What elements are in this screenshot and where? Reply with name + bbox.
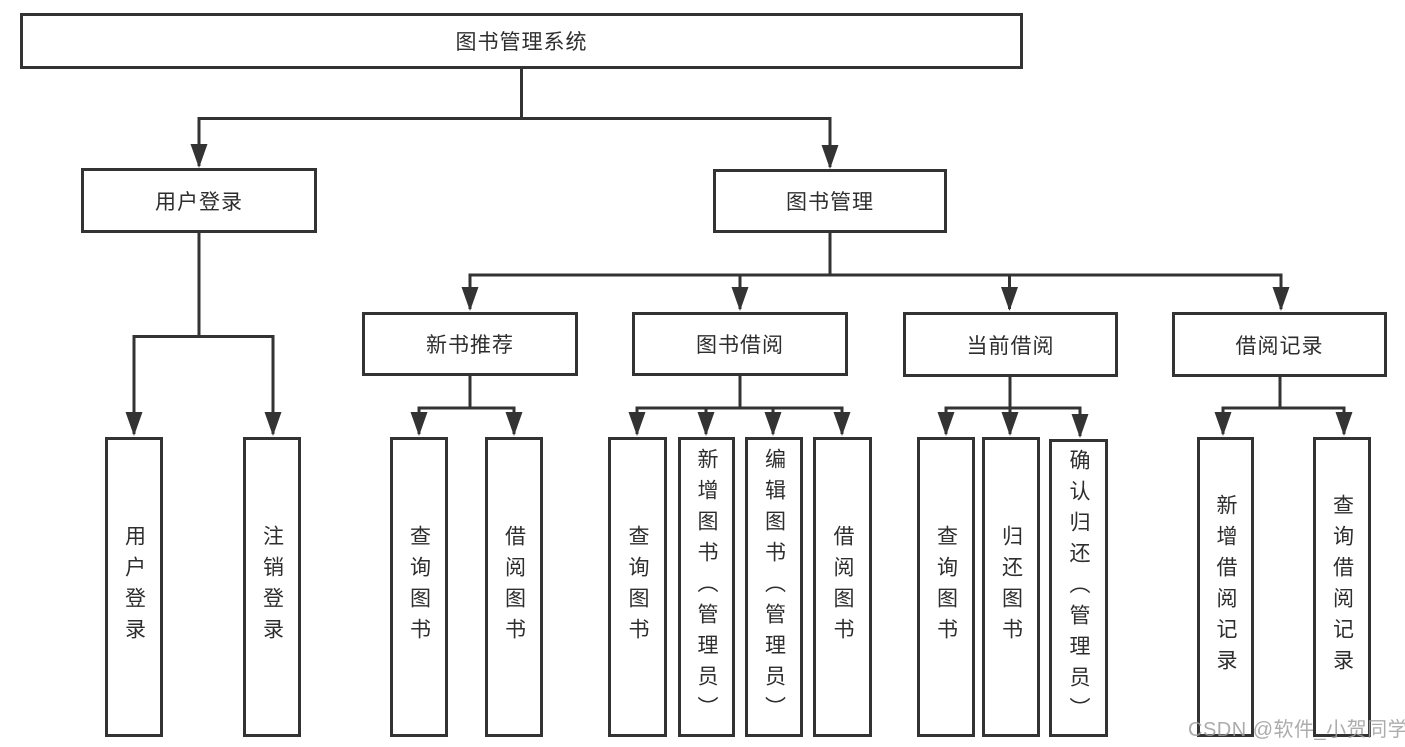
node-leaf-query-books-3: 查询图书 <box>917 437 975 737</box>
node-label: 查询图书 <box>934 525 958 649</box>
node-leaf-return-books: 归还图书 <box>982 437 1040 737</box>
node-leaf-query-books-2: 查询图书 <box>608 437 667 737</box>
node-borrowing-records: 借阅记录 <box>1172 312 1387 377</box>
node-label: 用户登录 <box>155 190 243 214</box>
node-label: 图书借阅 <box>696 334 784 357</box>
node-leaf-confirm-return-admin: 确认归还（管理员） <box>1049 439 1108 737</box>
node-label: 借阅图书 <box>502 525 526 649</box>
node-label: 新书推荐 <box>426 334 514 357</box>
node-leaf-query-books-1: 查询图书 <box>390 437 448 737</box>
node-label: 借阅图书 <box>831 525 854 649</box>
node-user-login-module: 用户登录 <box>81 168 317 233</box>
node-label: 归还图书 <box>999 525 1023 649</box>
node-book-management-module: 图书管理 <box>713 169 947 233</box>
node-new-book-recommend: 新书推荐 <box>362 312 578 376</box>
node-label: 查询图书 <box>407 525 431 649</box>
node-label: 新增图书（管理员） <box>695 447 718 727</box>
node-label: 查询图书 <box>626 525 649 649</box>
node-label: 图书管理系统 <box>455 31 588 54</box>
node-label: 注销登录 <box>260 525 284 649</box>
node-label: 用户登录 <box>122 525 146 649</box>
node-leaf-edit-books-admin: 编辑图书（管理员） <box>745 437 803 737</box>
node-leaf-add-books-admin: 新增图书（管理员） <box>678 437 735 737</box>
node-leaf-logout: 注销登录 <box>243 437 301 737</box>
node-leaf-query-borrow-record: 查询借阅记录 <box>1313 437 1371 737</box>
node-label: 查询借阅记录 <box>1330 494 1354 680</box>
csdn-watermark: CSDN @软件_小贺同学 <box>1188 719 1405 741</box>
node-leaf-borrow-books-1: 借阅图书 <box>485 437 543 737</box>
node-label: 新增借阅记录 <box>1214 494 1237 680</box>
node-leaf-add-borrow-record: 新增借阅记录 <box>1197 437 1254 737</box>
node-label: 编辑图书（管理员） <box>762 447 786 727</box>
node-leaf-user-login: 用户登录 <box>105 437 163 737</box>
node-label: 当前借阅 <box>966 334 1055 358</box>
node-label: 图书管理 <box>786 191 874 214</box>
node-book-borrowing: 图书借阅 <box>632 312 848 376</box>
node-root-system: 图书管理系统 <box>20 13 1023 69</box>
node-leaf-borrow-books-2: 借阅图书 <box>813 437 872 737</box>
node-label: 确认归还（管理员） <box>1067 448 1090 728</box>
node-label: 借阅记录 <box>1235 334 1324 358</box>
node-current-borrowing: 当前借阅 <box>903 312 1118 377</box>
